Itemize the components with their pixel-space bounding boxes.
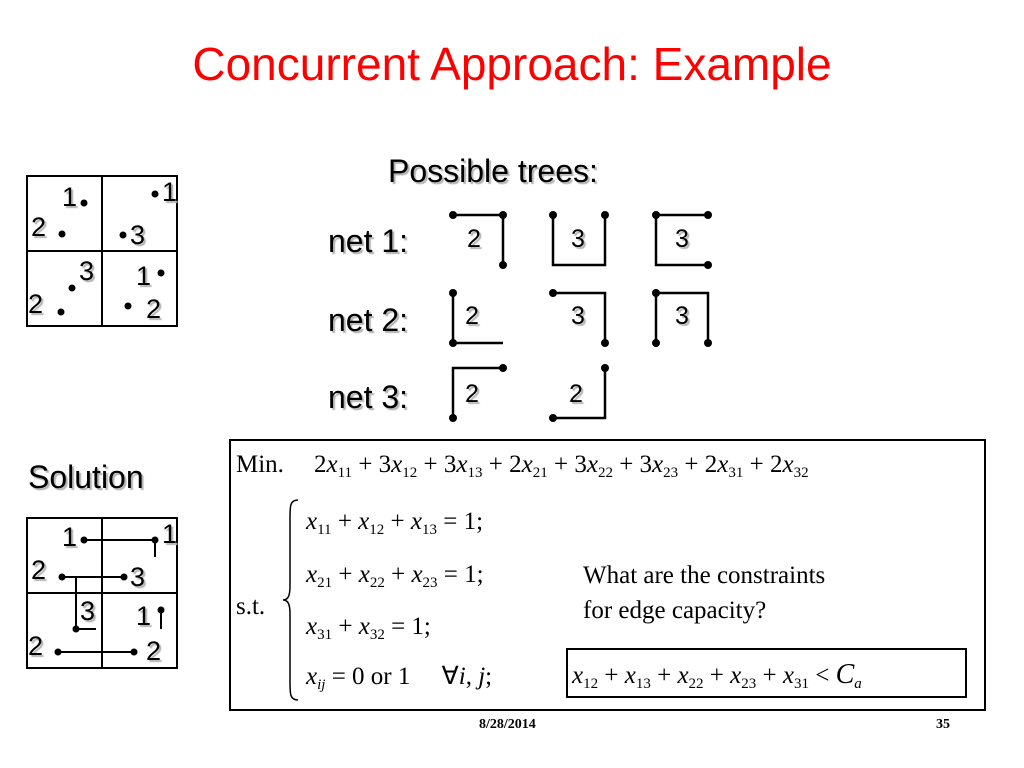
- solution-pin-label: 1: [62, 522, 78, 552]
- pin-label: 1: [162, 177, 178, 207]
- tree-label: 2: [465, 302, 479, 330]
- constraint-binary: xij = 0 or 1 ∀i, j;: [306, 663, 493, 693]
- tree-label: 2: [465, 380, 479, 408]
- pin-label: 3: [79, 256, 95, 286]
- tree-label: 3: [571, 225, 585, 253]
- tree-label: 3: [675, 225, 689, 253]
- tree-label: 2: [467, 225, 481, 253]
- pin-label: 2: [146, 294, 162, 324]
- solution-label: Solution: [28, 459, 144, 495]
- capacity-constraint-box: [566, 648, 967, 698]
- tree-label: 2: [569, 380, 583, 408]
- st-label: s.t.: [236, 593, 266, 620]
- pin-label: 2: [31, 212, 47, 242]
- solution-pin-label: 1: [136, 601, 152, 631]
- footer-page-number: 35: [936, 717, 950, 732]
- objective-function: 2x11 + 3x12 + 3x13 + 2x21 + 3x22 + 3x23 …: [314, 451, 809, 481]
- question-line-1: What are the constraints: [583, 562, 826, 589]
- slide-title: Concurrent Approach: Example: [192, 38, 832, 90]
- constraint-brace: [282, 499, 299, 701]
- tree-label: 3: [675, 302, 689, 330]
- solution-pin-label: 1: [162, 519, 178, 549]
- solution-net1-wire: [84, 539, 156, 557]
- question-line-2: for edge capacity?: [583, 597, 767, 624]
- solution-pin-label: 3: [80, 596, 96, 626]
- solution-pin-label: 3: [130, 562, 146, 592]
- pin-label: 3: [130, 220, 146, 250]
- objective-min-label: Min.: [236, 451, 284, 478]
- ilp-formulation: [229, 439, 986, 711]
- net-label: net 1:: [328, 223, 409, 259]
- pin-label: 1: [62, 182, 78, 212]
- capacity-constraint: x12 + x13 + x22 + x23 + x31 < Ca: [572, 659, 862, 692]
- pin-label: 2: [28, 289, 44, 319]
- possible-trees-label: Possible trees:: [388, 153, 598, 189]
- net-label: net 2:: [328, 302, 409, 338]
- constraint-net2: x21 + x22 + x23 = 1;: [306, 561, 484, 591]
- constraint-net3: x31 + x32 = 1;: [306, 613, 431, 643]
- solution-pin-label: 2: [146, 636, 162, 666]
- pin-label: 1: [136, 261, 152, 291]
- footer-date: 8/28/2014: [479, 717, 536, 732]
- solution-pin-label: 2: [31, 555, 47, 585]
- tree-label: 3: [571, 302, 585, 330]
- constraint-net1: x11 + x12 + x13 = 1;: [306, 508, 484, 538]
- solution-pin-label: 2: [28, 631, 44, 661]
- net-label: net 3:: [328, 379, 409, 415]
